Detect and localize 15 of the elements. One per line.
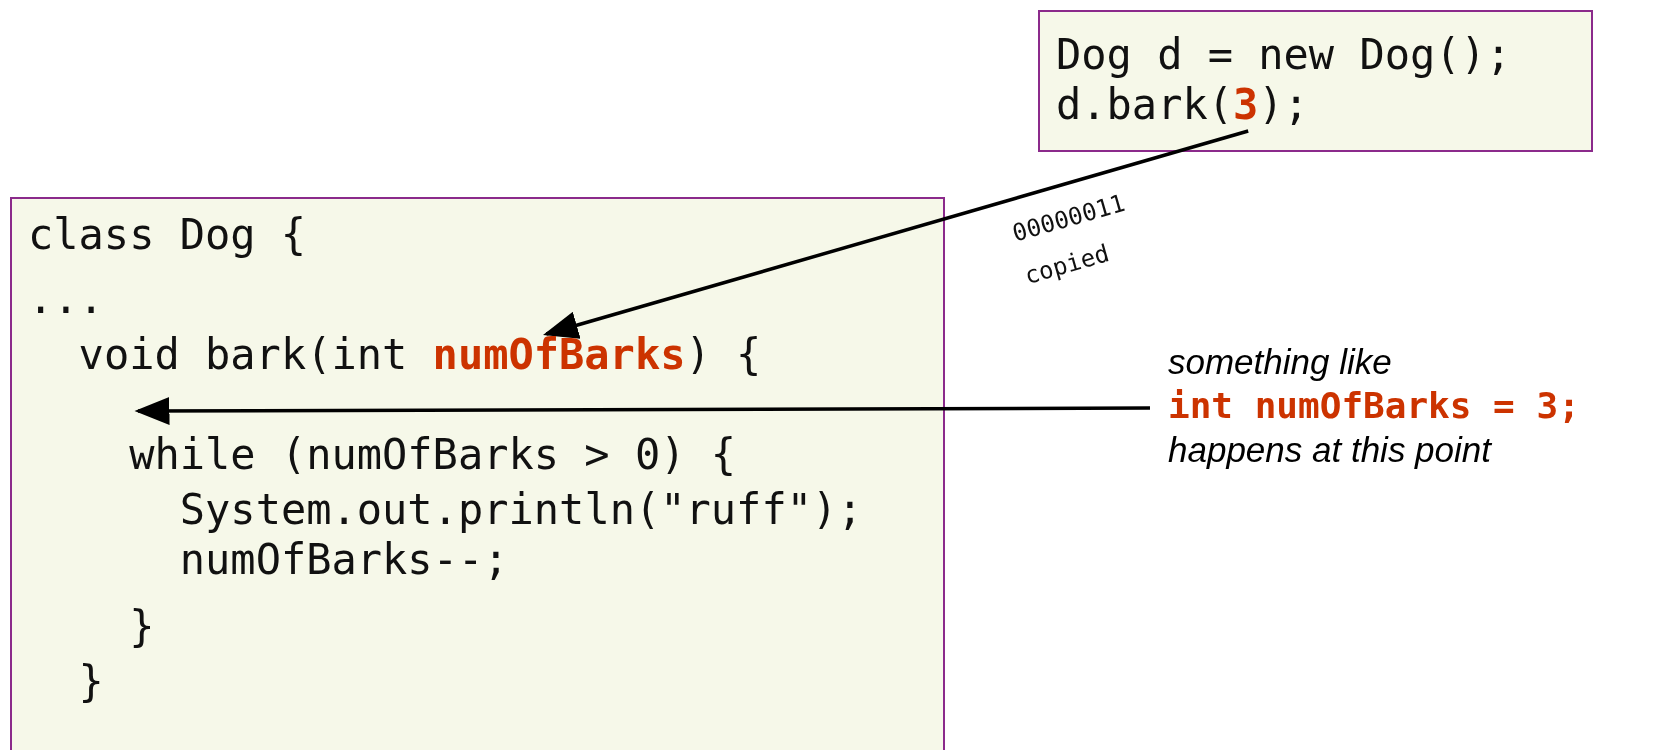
code-line: } [78,657,104,707]
code-line: ... [28,274,104,324]
code-box [1038,10,1593,152]
code-text: int numOfBarks = 3; [1168,384,1580,428]
code-line: Dog d = new Dog(); [1056,30,1512,80]
note-text: something like [1168,341,1393,383]
code-line: d.bark(3); [1056,80,1309,130]
code-line: while (numOfBarks > 0) { [129,430,737,480]
code-box [10,197,945,750]
code-line: numOfBarks--; [179,535,509,585]
code-line: System.out.println("ruff"); [179,485,863,535]
code-line: void bark(int numOfBarks) { [78,330,762,380]
code-line: } [129,602,155,652]
note-text: happens at this point [1168,429,1493,471]
code-line: class Dog { [28,210,307,260]
